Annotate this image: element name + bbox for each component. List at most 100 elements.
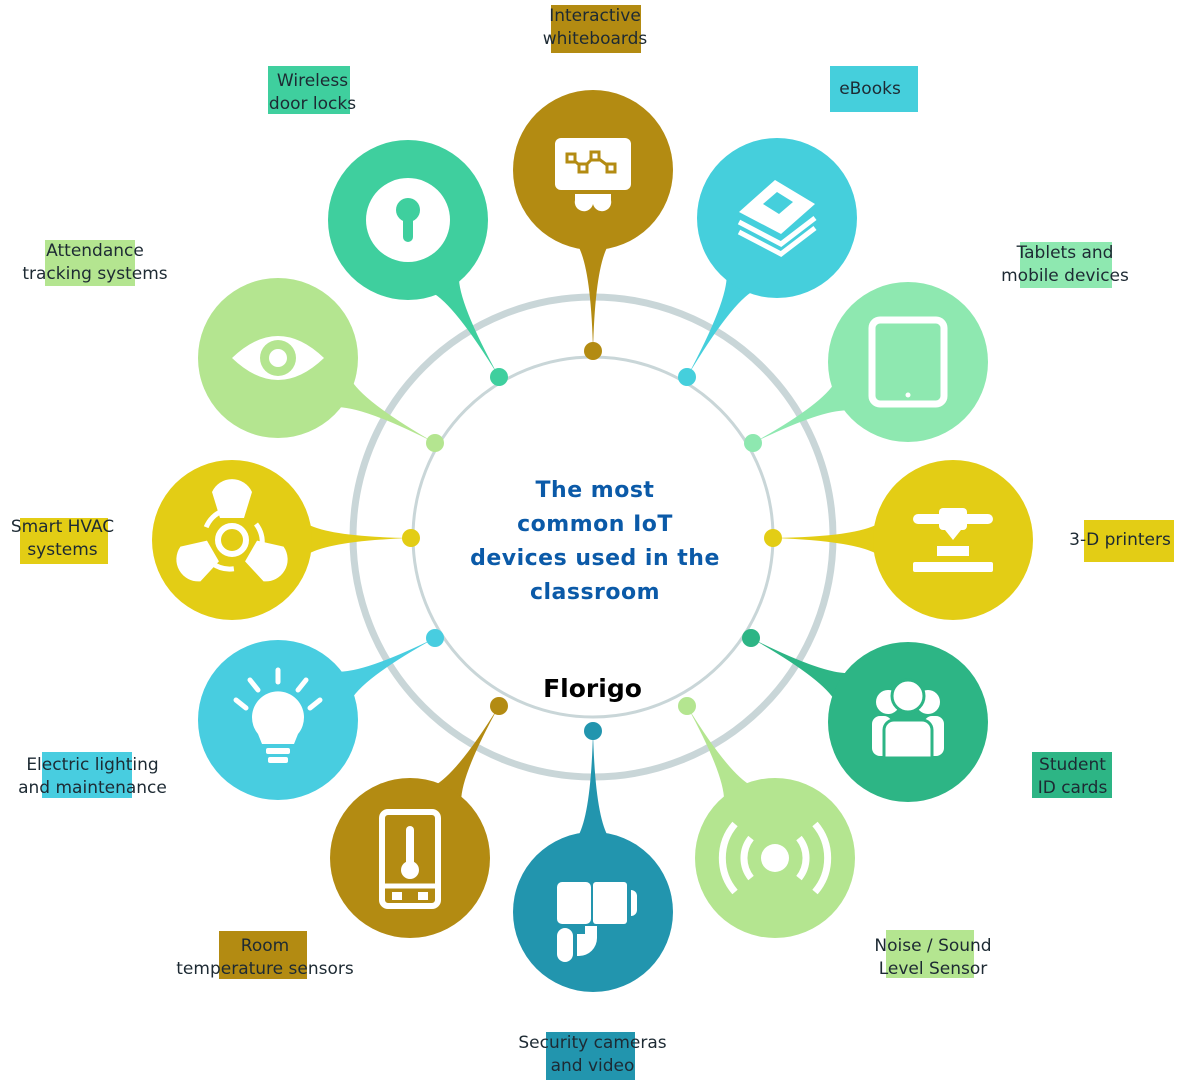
label-highlight: [42, 752, 132, 798]
ring-dot: [678, 697, 696, 715]
ring-dot: [426, 629, 444, 647]
device-node-smart-hvac: [152, 460, 420, 620]
label-line: systems: [27, 540, 98, 560]
device-label-interactive-whiteboards: Interactive whiteboards: [520, 5, 670, 53]
label-highlight: [546, 1032, 635, 1080]
device-label-smart-hvac: Smart HVAC systems: [0, 516, 125, 564]
label-line: and maintenance: [18, 778, 167, 798]
label-highlight: [830, 66, 918, 112]
device-node-security-cameras: [513, 722, 673, 992]
title-line: The most: [535, 478, 655, 503]
ring-dot: [744, 434, 762, 452]
device-bubble: [828, 282, 988, 442]
device-label-room-temperature: Room temperature sensors: [160, 931, 370, 981]
device-node-electric-lighting: [198, 629, 444, 800]
device-node-tablets: [744, 282, 988, 452]
center-title: The most common IoT devices used in the …: [440, 474, 750, 610]
label-highlight: [1020, 242, 1112, 288]
book-stack-icon: [737, 180, 817, 257]
label-line: whiteboards: [542, 29, 648, 49]
label-line: temperature sensors: [176, 959, 354, 979]
label-line: Student: [1039, 755, 1106, 775]
3d-printer-icon: [913, 508, 993, 572]
ring-dot: [490, 697, 508, 715]
ring-dot: [426, 434, 444, 452]
connector-stem: [431, 275, 499, 377]
ring-dot: [742, 629, 760, 647]
label-line: Interactive: [549, 6, 641, 26]
device-label-electric-lighting: Electric lighting and maintenance: [5, 752, 180, 800]
ring-dot: [584, 722, 602, 740]
connector-stem: [687, 706, 752, 802]
label-line: tracking systems: [22, 264, 168, 284]
label-line: and video: [550, 1056, 635, 1076]
device-node-3d-printers: [764, 460, 1033, 620]
fan-icon: [176, 479, 288, 582]
label-line: Room: [240, 936, 290, 956]
connector-stem: [687, 274, 755, 377]
label-line: Attendance: [46, 241, 144, 261]
device-label-3d-printers: 3-D printers: [1060, 520, 1180, 562]
label-line: Level Sensor: [878, 959, 988, 979]
connector-stem: [751, 638, 851, 702]
ring-dot: [490, 368, 508, 386]
label-line: mobile devices: [1001, 266, 1129, 286]
label-line: Tablets and: [1016, 243, 1114, 263]
label-highlight: [45, 240, 135, 286]
label-line: door locks: [268, 94, 357, 114]
device-node-noise-sensor: [678, 697, 855, 938]
keyhole-icon: [366, 178, 450, 262]
label-highlight: [551, 5, 641, 53]
security-camera-icon: [557, 882, 637, 962]
connector-stem: [433, 706, 499, 803]
device-label-wireless-door-locks: Wireless door locks: [240, 66, 385, 116]
label-highlight: [1084, 520, 1174, 562]
device-node-wireless-door-locks: [328, 140, 508, 386]
ring-dot: [402, 529, 420, 547]
title-line: common IoT: [517, 512, 673, 537]
connector-stem: [753, 382, 850, 443]
connector-stem: [335, 379, 435, 443]
label-highlight: [886, 930, 974, 978]
device-label-security-cameras: Security cameras and video: [505, 1032, 680, 1080]
label-line: eBooks: [839, 79, 901, 99]
title-line: classroom: [529, 580, 661, 605]
device-label-student-id-cards: Student ID cards: [1025, 752, 1120, 800]
connector-stem: [577, 244, 609, 351]
light-bulb-icon: [233, 667, 323, 763]
label-line: Smart HVAC: [10, 517, 115, 537]
device-label-tablets: Tablets and mobile devices: [985, 242, 1145, 288]
label-highlight: [268, 66, 350, 114]
device-label-attendance-tracking: Attendance tracking systems: [10, 240, 180, 286]
label-highlight: [20, 518, 108, 564]
tablet-icon: [868, 316, 948, 408]
connector-stem: [773, 523, 880, 556]
device-node-interactive-whiteboards: [513, 90, 673, 360]
connector-stem: [305, 523, 411, 556]
label-line: Security cameras: [518, 1033, 667, 1053]
device-label-ebooks: eBooks: [815, 66, 925, 112]
device-node-attendance-tracking: [198, 278, 444, 452]
ring-dot: [584, 342, 602, 360]
device-node-ebooks: [678, 138, 857, 386]
label-line: ID cards: [1037, 778, 1108, 798]
watermark: Florigo: [543, 674, 642, 703]
title-line: devices used in the: [470, 546, 720, 571]
ring-dot: [678, 368, 696, 386]
label-line: Noise / Sound: [874, 936, 992, 956]
thermometer-icon: [379, 809, 441, 909]
label-line: 3-D printers: [1069, 530, 1171, 550]
label-line: Wireless: [276, 71, 349, 91]
device-node-room-temperature: [330, 697, 508, 938]
connector-stem: [577, 731, 609, 838]
connector-stem: [336, 638, 435, 700]
device-node-student-id-cards: [742, 629, 988, 802]
label-highlight: [219, 931, 307, 979]
signal-waves-icon: [718, 821, 832, 895]
eye-icon: [232, 336, 324, 380]
label-line: Electric lighting: [26, 755, 159, 775]
people-group-icon: [872, 678, 944, 760]
whiteboard-icon: [555, 138, 631, 212]
